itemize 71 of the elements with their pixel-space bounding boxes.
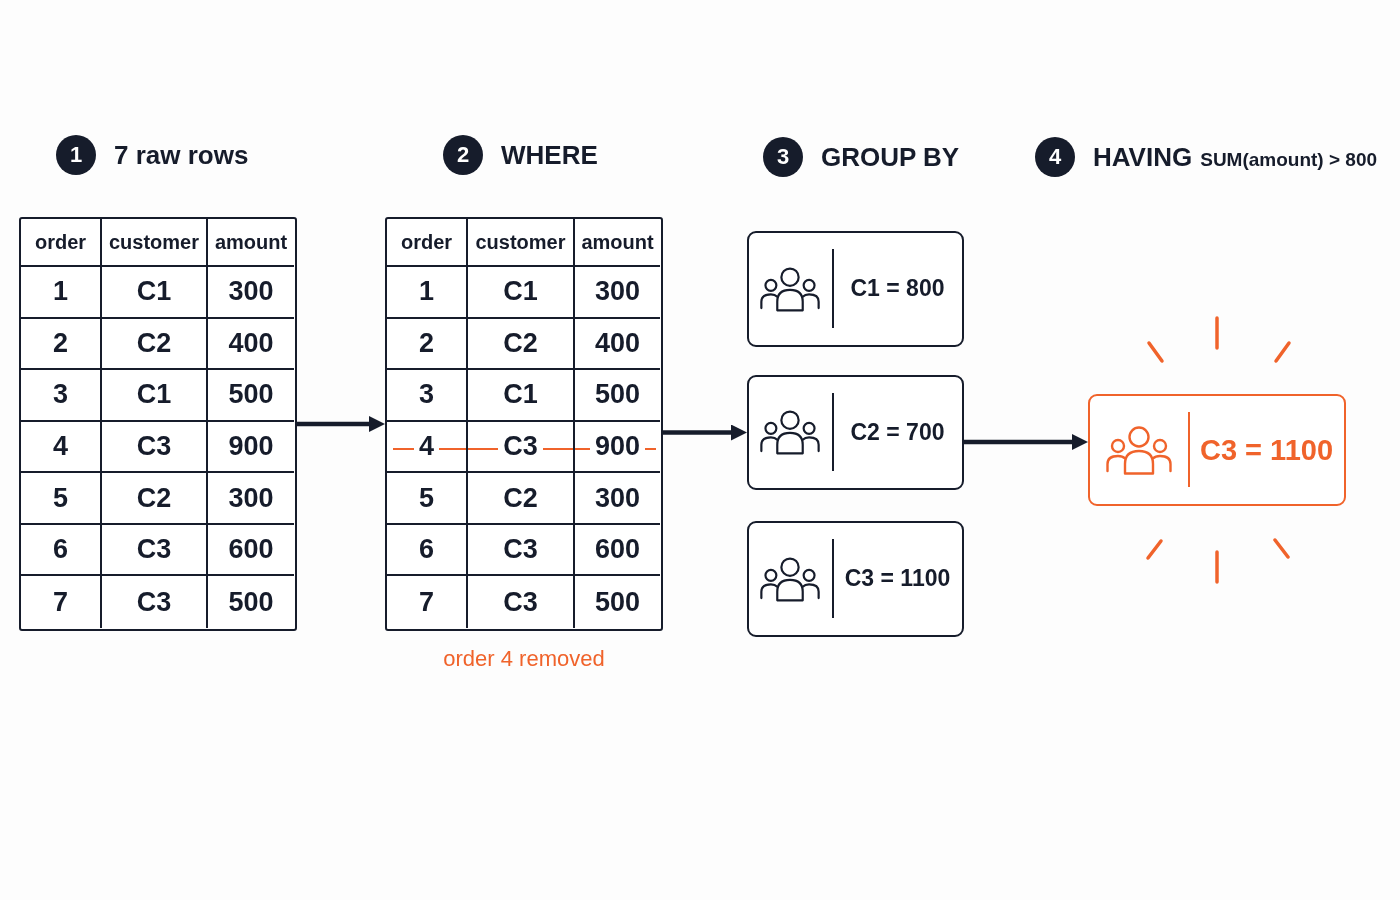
table-cell: C3 xyxy=(468,524,575,577)
table-cell: C3 xyxy=(102,576,208,628)
group-total: C2 = 700 xyxy=(850,418,945,447)
table-cell: 3 xyxy=(387,370,468,422)
column-header: order xyxy=(387,219,468,267)
highlighted-group-card xyxy=(1088,394,1346,506)
group-card xyxy=(747,521,964,637)
arrow xyxy=(297,416,385,432)
column-header: customer xyxy=(468,219,575,267)
column-header: customer xyxy=(102,219,208,267)
table-cell: C3 xyxy=(468,576,575,628)
table-cell: 500 xyxy=(208,370,294,422)
table-cell: C2 xyxy=(102,318,208,371)
table-cell: 1 xyxy=(21,267,102,319)
arrow xyxy=(663,424,747,441)
table-cell: 600 xyxy=(208,524,294,577)
table-cell: 7 xyxy=(21,576,102,628)
table-cell: 5 xyxy=(387,473,468,525)
table-cell: 6 xyxy=(21,524,102,577)
table-cell: 6 xyxy=(387,524,468,577)
table-cell: C1 xyxy=(468,267,575,319)
group-card xyxy=(747,375,964,490)
table-note: order 4 removed xyxy=(443,645,605,673)
table-cell: C1 xyxy=(102,370,208,422)
group-card xyxy=(747,231,964,347)
step-heading: HAVING xyxy=(1093,141,1193,174)
table-cell: C3 xyxy=(102,524,208,577)
table-cell: C1 xyxy=(468,370,575,422)
table-cell: 600 xyxy=(575,524,660,577)
table-cell: 2 xyxy=(21,318,102,371)
step-number: 3 xyxy=(763,137,803,177)
table-cell: C2 xyxy=(468,318,575,371)
table-cell: C2 xyxy=(468,473,575,525)
step-heading: WHERE xyxy=(501,139,598,172)
column-header: amount xyxy=(208,219,294,267)
table-cell: 400 xyxy=(575,318,660,371)
table-cell: 3 xyxy=(21,370,102,422)
step-number: 4 xyxy=(1035,137,1075,177)
step-heading: 7 raw rows xyxy=(114,139,249,172)
table-cell-text: 500 xyxy=(593,585,642,619)
table-cell: 1 xyxy=(387,267,468,319)
table-cell: 900 xyxy=(575,421,660,474)
data-table xyxy=(385,217,663,631)
table-cell: 5 xyxy=(21,473,102,525)
table-cell: C3 xyxy=(102,421,208,474)
table-cell: 4 xyxy=(387,421,468,474)
group-total: C3 = 1100 xyxy=(1200,432,1333,468)
table-cell: C3 xyxy=(468,421,575,474)
table-cell: C2 xyxy=(102,473,208,525)
table-cell: 2 xyxy=(387,318,468,371)
table-cell: C1 xyxy=(102,267,208,319)
table-cell: 300 xyxy=(208,473,294,525)
table-cell: 300 xyxy=(575,473,660,525)
data-table xyxy=(19,217,297,631)
table-cell: 400 xyxy=(208,318,294,371)
condition-text: SUM(amount) > 800 xyxy=(1200,148,1378,172)
group-total: C3 = 1100 xyxy=(844,565,951,593)
step-heading: GROUP BY xyxy=(821,141,960,174)
step-number: 2 xyxy=(443,135,483,175)
column-header: order xyxy=(21,219,102,267)
table-cell: 300 xyxy=(575,267,660,319)
table-cell-text: 500 xyxy=(227,585,275,619)
arrow xyxy=(964,434,1088,450)
table-cell: 300 xyxy=(208,267,294,319)
table-cell: 4 xyxy=(21,421,102,474)
table-cell: 500 xyxy=(575,370,660,422)
column-header: amount xyxy=(575,219,660,267)
table-cell: 7 xyxy=(387,576,468,628)
group-total: C1 = 800 xyxy=(850,275,945,303)
table-cell: 900 xyxy=(208,421,294,474)
step-number: 1 xyxy=(56,135,96,175)
